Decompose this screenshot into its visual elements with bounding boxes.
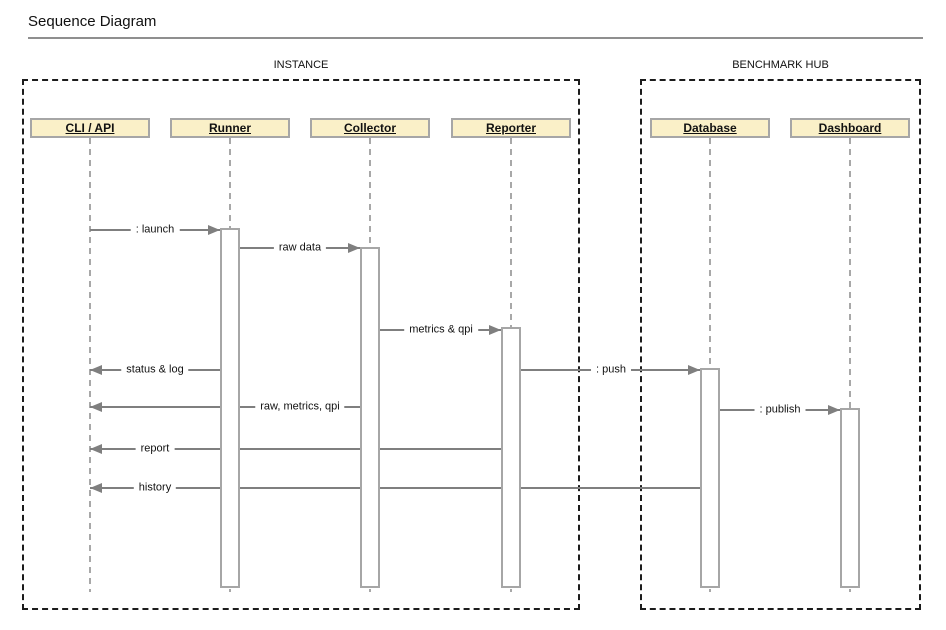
instance-group-label: INSTANCE [273,59,329,71]
message-label-launch: : launch [130,223,180,237]
arrowhead-push [688,365,700,375]
participant-runner: Runner [170,118,290,138]
lifeline-database [709,138,711,592]
arrowhead-metrics-qpi [489,325,501,335]
title-rule [28,37,923,39]
message-label-status-log: status & log [121,363,189,377]
message-label-history: history [133,481,177,495]
benchmark-hub-group-label: BENCHMARK HUB [732,59,829,71]
arrowhead-launch [208,225,220,235]
participant-reporter: Reporter [451,118,571,138]
message-label-raw-data: raw data [273,241,327,255]
activation-collector [360,247,380,588]
message-label-push: : push [591,363,631,377]
message-label-raw-metrics-qpi: raw, metrics, qpi [255,400,345,414]
participant-collector: Collector [310,118,430,138]
benchmark-hub-group-box [640,79,921,610]
arrowhead-report [90,444,102,454]
arrowhead-status-log [90,365,102,375]
message-line-history [90,487,700,489]
arrowhead-raw-data [348,243,360,253]
activation-dashboard [840,408,860,588]
lifeline-dashboard [849,138,851,592]
activation-runner [220,228,240,588]
participant-cli-api: CLI / API [30,118,150,138]
message-line-report [90,448,501,450]
arrowhead-publish [828,405,840,415]
participant-database: Database [650,118,770,138]
diagram-title: Sequence Diagram [28,13,157,30]
arrowhead-raw-metrics-qpi [90,402,102,412]
message-label-metrics-qpi: metrics & qpi [404,323,478,337]
activation-database [700,368,720,588]
activation-reporter [501,327,521,588]
instance-group-box [22,79,580,610]
participant-dashboard: Dashboard [790,118,910,138]
message-label-report: report [135,442,175,456]
arrowhead-history [90,483,102,493]
message-label-publish: : publish [754,403,806,417]
